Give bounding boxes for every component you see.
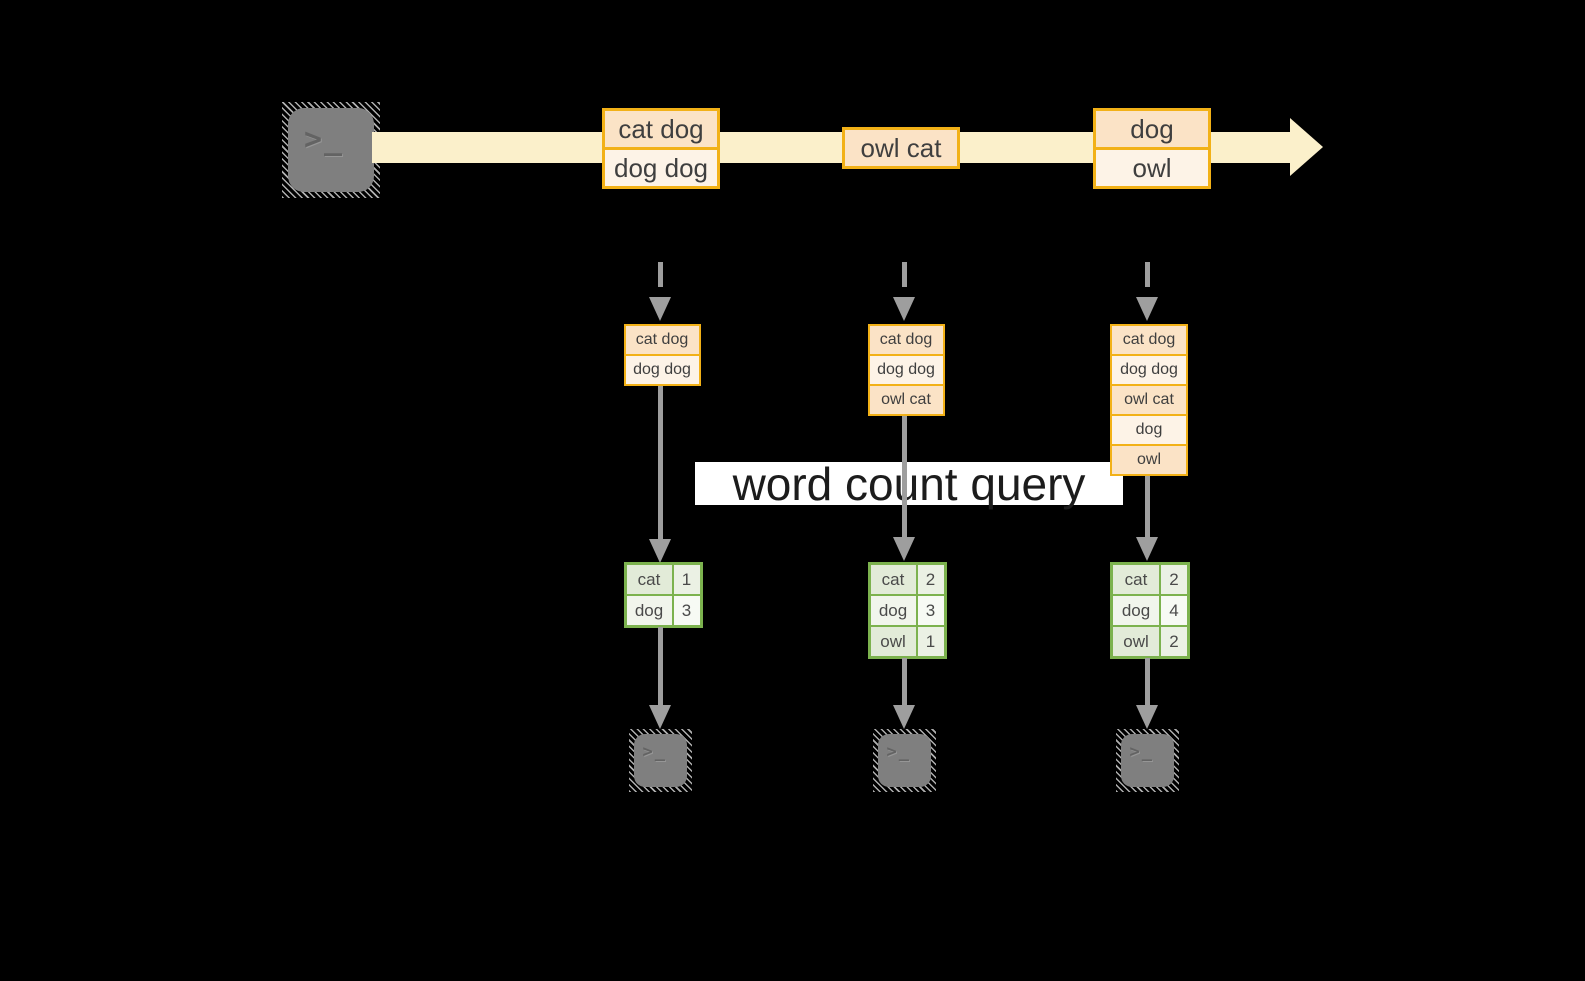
count-cell: 2 <box>917 565 944 594</box>
count-cell: 1 <box>917 627 944 656</box>
word-cell: cat <box>870 565 916 594</box>
state-cell: dog dog <box>1112 356 1186 384</box>
sink-terminal-icon-2: >_ <box>872 729 936 792</box>
word-cell: dog <box>626 596 672 625</box>
event-cell: owl cat <box>845 130 957 166</box>
state-cell: dog <box>1112 416 1186 444</box>
result-table-2: cat 2 dog 3 owl 1 <box>867 562 947 659</box>
input-state-box-1: cat dog dog dog <box>623 324 701 386</box>
stream-arrowhead-icon <box>1290 118 1323 176</box>
stream-event-box-2: owl cat <box>842 127 960 169</box>
source-terminal-icon: >_ <box>282 102 380 198</box>
down-arrowhead-icon <box>1136 705 1158 729</box>
down-arrowhead-icon <box>649 539 671 563</box>
word-cell: owl <box>1113 627 1159 656</box>
event-cell: cat dog <box>605 111 717 147</box>
connector-line <box>1144 476 1150 537</box>
terminal-prompt-icon: >_ <box>886 742 911 762</box>
word-cell: dog <box>1113 596 1159 625</box>
state-cell: cat dog <box>1112 326 1186 354</box>
event-cell: owl <box>1096 150 1208 186</box>
down-arrowhead-icon <box>893 297 915 321</box>
event-cell: dog dog <box>605 150 717 186</box>
terminal-prompt-icon: >_ <box>304 122 345 157</box>
word-cell: cat <box>1113 565 1159 594</box>
stream-event-box-3: dog owl <box>1093 108 1211 189</box>
connector-line <box>657 386 663 539</box>
state-cell: cat dog <box>625 326 699 354</box>
down-arrowhead-icon <box>1136 537 1158 561</box>
state-cell: dog dog <box>869 356 943 384</box>
input-state-box-3: cat dog dog dog owl cat dog owl <box>1110 324 1188 476</box>
dashed-arrow-segment <box>657 262 663 287</box>
connector-line <box>901 658 907 705</box>
terminal-window-icon: >_ <box>633 734 687 787</box>
count-cell: 4 <box>1161 596 1187 625</box>
state-cell: dog dog <box>625 356 699 384</box>
terminal-prompt-icon: >_ <box>642 742 667 762</box>
down-arrowhead-icon <box>893 705 915 729</box>
word-cell: owl <box>870 627 916 656</box>
down-arrowhead-icon <box>893 537 915 561</box>
state-cell: owl cat <box>869 386 943 414</box>
state-cell: cat dog <box>869 326 943 354</box>
down-arrowhead-icon <box>1136 297 1158 321</box>
count-cell: 3 <box>917 596 944 625</box>
down-arrowhead-icon <box>649 297 671 321</box>
result-table-3: cat 2 dog 4 owl 2 <box>1110 562 1190 659</box>
stream-event-box-1: cat dog dog dog <box>602 108 720 189</box>
connector-line <box>1144 658 1150 705</box>
dashed-arrow-segment <box>1144 262 1150 287</box>
terminal-window-icon: >_ <box>1120 734 1174 787</box>
count-cell: 2 <box>1161 565 1187 594</box>
state-cell: owl <box>1112 446 1186 474</box>
word-cell: cat <box>626 565 672 594</box>
input-state-box-2: cat dog dog dog owl cat <box>867 324 945 416</box>
query-label-band: word count query <box>695 457 1123 510</box>
count-cell: 2 <box>1161 627 1187 656</box>
sink-terminal-icon-3: >_ <box>1115 729 1179 792</box>
dashed-arrow-segment <box>901 262 907 287</box>
count-cell: 3 <box>673 596 700 625</box>
terminal-prompt-icon: >_ <box>1129 742 1154 762</box>
terminal-window-icon: >_ <box>288 108 374 192</box>
down-arrowhead-icon <box>649 705 671 729</box>
connector-line <box>657 627 663 705</box>
word-cell: dog <box>870 596 916 625</box>
sink-terminal-icon-1: >_ <box>628 729 692 792</box>
state-cell: owl cat <box>1112 386 1186 414</box>
terminal-window-icon: >_ <box>877 734 931 787</box>
query-label: word count query <box>732 457 1086 510</box>
count-cell: 1 <box>673 565 700 594</box>
event-cell: dog <box>1096 111 1208 147</box>
connector-line <box>901 416 907 537</box>
result-table-1: cat 1 dog 3 <box>623 562 703 628</box>
